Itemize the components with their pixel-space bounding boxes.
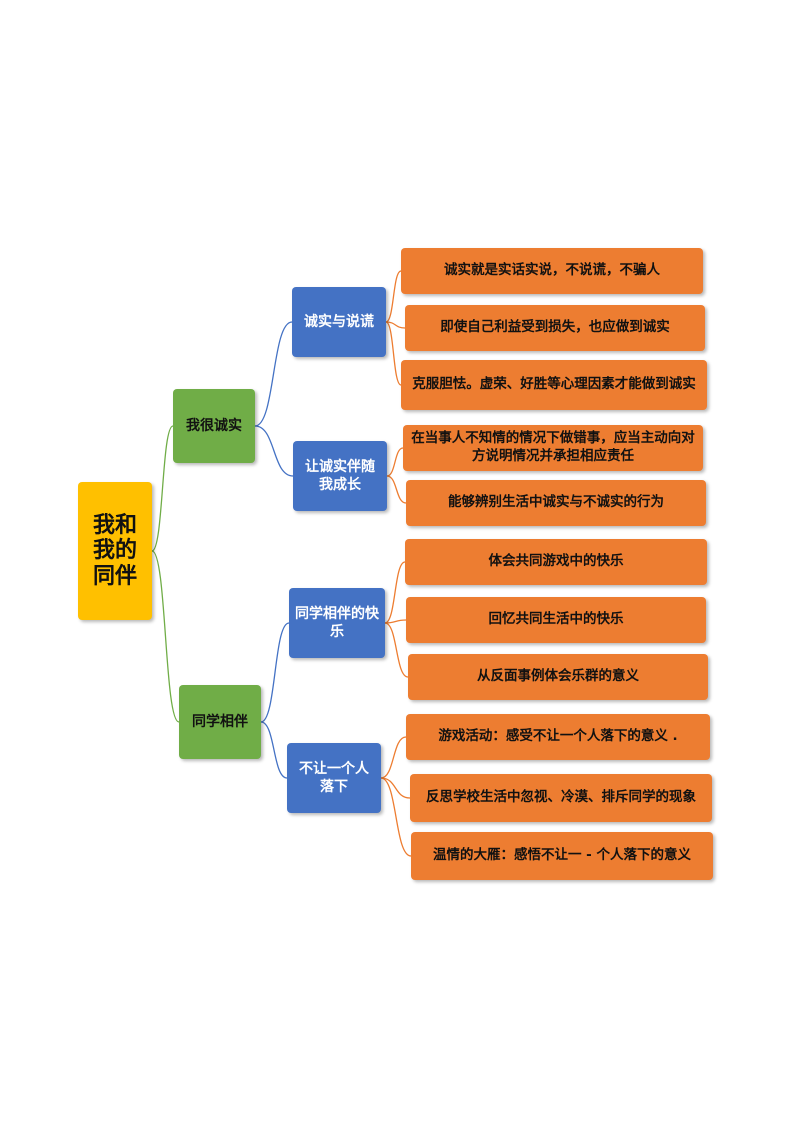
- leaf-node[interactable]: 克服胆怯。虚荣、好胜等心理因素才能做到诚实: [401, 360, 707, 410]
- topic-leaf-line: [386, 447, 404, 477]
- topic-leaf-line: [380, 736, 407, 779]
- root-node[interactable]: 我和 我的 同伴: [78, 482, 152, 620]
- leaf-node[interactable]: 诚实就是实话实说，不说谎，不骗人: [401, 248, 703, 294]
- leaf-node[interactable]: 从反面事例体会乐群的意义: [408, 654, 708, 700]
- topic-node-grow-with-honesty[interactable]: 让诚实伴随我成长: [293, 441, 387, 511]
- topic-leaf-line: [384, 619, 407, 624]
- leaf-label: 体会共同游戏中的快乐: [488, 553, 624, 570]
- leaf-label: 在当事人不知情的情况下做错事，应当主动向对方说明情况并承担相应责任: [411, 430, 695, 464]
- branch-node-companions[interactable]: 同学相伴: [179, 685, 261, 759]
- topic-label: 同学相伴的快乐: [295, 605, 379, 640]
- branch-topic-line: [260, 721, 288, 779]
- branch-topic-line: [254, 321, 293, 427]
- leaf-node[interactable]: 体会共同游戏中的快乐: [405, 539, 707, 585]
- leaf-node[interactable]: 温情的大雁：感悟不让一 - 个人落下的意义: [411, 832, 713, 880]
- leaf-label: 能够辨别生活中诚实与不诚实的行为: [448, 494, 664, 511]
- root-branch-line: [151, 550, 180, 723]
- leaf-label: 从反面事例体会乐群的意义: [477, 668, 639, 685]
- leaf-node[interactable]: 能够辨别生活中诚实与不诚实的行为: [406, 480, 706, 526]
- leaf-node[interactable]: 在当事人不知情的情况下做错事，应当主动向对方说明情况并承担相应责任: [403, 425, 703, 471]
- topic-leaf-line: [385, 321, 406, 329]
- branch-topic-line: [260, 622, 290, 723]
- leaf-node[interactable]: 回忆共同生活中的快乐: [406, 597, 706, 643]
- topic-node-honesty-and-lying[interactable]: 诚实与说谎: [292, 287, 386, 357]
- topic-label: 让诚实伴随我成长: [305, 458, 375, 493]
- topic-leaf-line: [385, 270, 402, 323]
- topic-label: 不让一个人落下: [299, 760, 369, 795]
- branch-label: 同学相伴: [192, 713, 248, 730]
- leaf-label: 反思学校生活中忽视、冷漠、排斥同学的现象: [426, 789, 696, 806]
- branch-label: 我很诚实: [186, 417, 242, 434]
- topic-label: 诚实与说谎: [304, 313, 374, 330]
- root-branch-line: [151, 425, 174, 552]
- root-label: 我和 我的 同伴: [92, 513, 137, 589]
- topic-leaf-line: [380, 777, 412, 857]
- topic-node-leave-no-one-behind[interactable]: 不让一个人落下: [287, 743, 381, 813]
- topic-node-joy-of-companions[interactable]: 同学相伴的快乐: [289, 588, 385, 658]
- leaf-node[interactable]: 即使自己利益受到损失，也应做到诚实: [405, 305, 705, 351]
- leaf-label: 诚实就是实话实说，不说谎，不骗人: [444, 262, 660, 279]
- leaf-label: 回忆共同生活中的快乐: [488, 611, 624, 628]
- leaf-label: 即使自己利益受到损失，也应做到诚实: [440, 319, 670, 336]
- branch-node-honesty[interactable]: 我很诚实: [173, 389, 255, 463]
- leaf-node[interactable]: 游戏活动：感受不让一个人落下的意义 .: [406, 714, 710, 760]
- leaf-node[interactable]: 反思学校生活中忽视、冷漠、排斥同学的现象: [410, 774, 712, 822]
- topic-leaf-line: [384, 561, 406, 624]
- leaf-label: 温情的大雁：感悟不让一 - 个人落下的意义: [432, 847, 691, 864]
- leaf-label: 克服胆怯。虚荣、好胜等心理因素才能做到诚实: [412, 376, 696, 393]
- topic-leaf-line: [385, 321, 402, 386]
- topic-leaf-line: [384, 622, 409, 678]
- branch-topic-line: [254, 425, 294, 477]
- leaf-label: 游戏活动：感受不让一个人落下的意义 .: [438, 728, 678, 745]
- topic-leaf-line: [386, 475, 407, 504]
